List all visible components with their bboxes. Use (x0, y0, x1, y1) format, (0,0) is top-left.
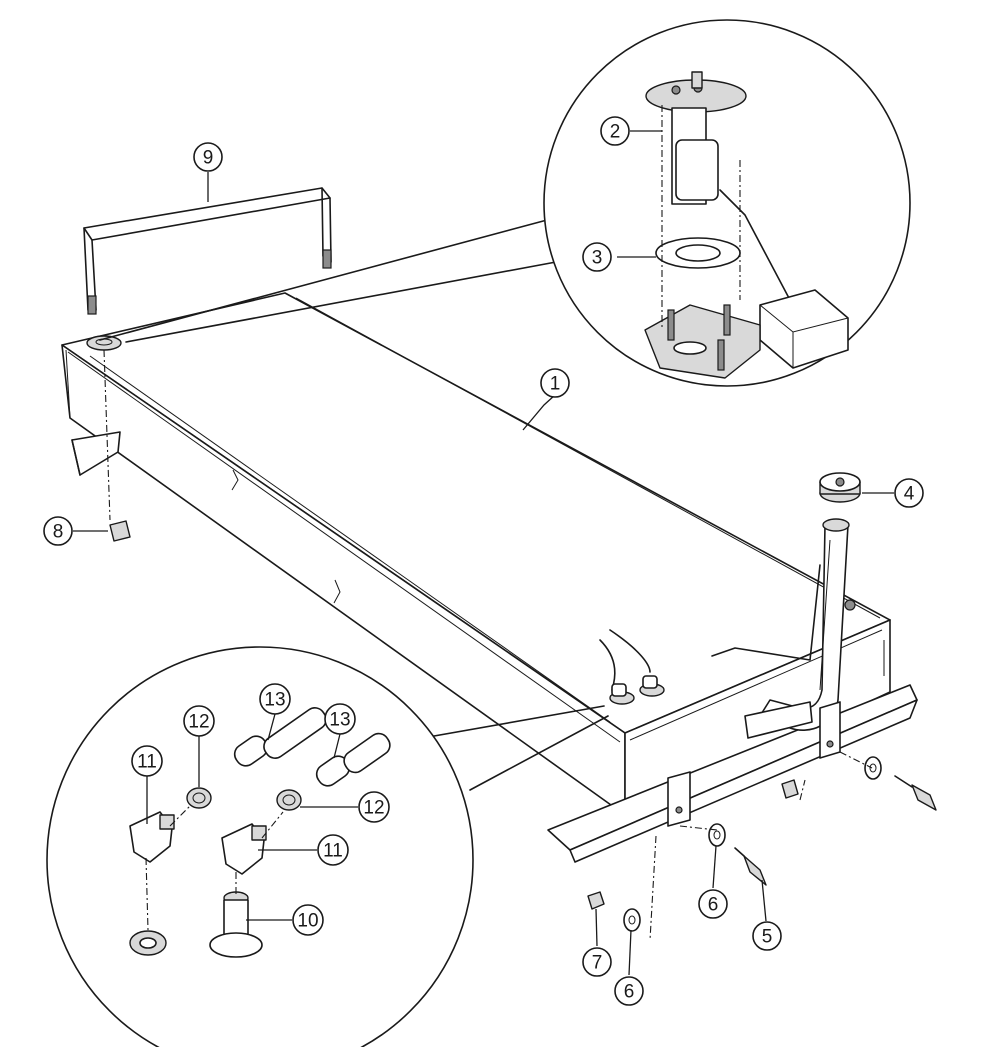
hold-down-strap (83, 187, 332, 315)
leader-lines (73, 130, 894, 976)
svg-text:6: 6 (708, 895, 719, 916)
fuel-cap (819, 472, 861, 503)
callout-11-right: 11 (317, 834, 349, 866)
svg-text:6: 6 (624, 982, 635, 1003)
svg-text:9: 9 (203, 148, 214, 169)
svg-text:11: 11 (323, 841, 343, 862)
callout-3: 3 (582, 242, 612, 272)
callout-9: 9 (193, 142, 223, 172)
callout-13-left: 13 (259, 683, 291, 715)
filler-neck (711, 518, 850, 739)
callout-8: 8 (43, 516, 73, 546)
callout-12-upper: 12 (183, 705, 215, 737)
callout-12-lower: 12 (358, 791, 390, 823)
svg-text:3: 3 (592, 248, 603, 269)
detail-view-sending-unit (99, 19, 911, 387)
callout-13-right: 13 (324, 703, 356, 735)
mounting-hardware (103, 349, 937, 941)
svg-text:12: 12 (188, 712, 209, 733)
svg-text:13: 13 (329, 710, 350, 731)
svg-text:2: 2 (610, 122, 621, 143)
svg-text:8: 8 (53, 522, 64, 543)
svg-text:5: 5 (762, 927, 773, 948)
callout-11-left: 11 (131, 745, 163, 777)
svg-text:11: 11 (137, 752, 157, 773)
callouts: 1 2 3 4 5 6 6 7 8 9 10 11 11 12 12 13 13 (43, 116, 924, 1006)
callout-7: 7 (582, 947, 612, 977)
tank-fittings (599, 599, 856, 705)
callout-5: 5 (752, 921, 782, 951)
svg-text:12: 12 (363, 798, 384, 819)
callout-6-lower: 6 (614, 976, 644, 1006)
svg-text:7: 7 (592, 953, 603, 974)
svg-text:4: 4 (904, 484, 915, 505)
svg-text:13: 13 (264, 690, 285, 711)
svg-text:10: 10 (297, 911, 318, 932)
callout-1: 1 (540, 368, 570, 398)
mounting-rail-left (71, 431, 121, 476)
callout-4: 4 (894, 478, 924, 508)
callout-10: 10 (292, 904, 324, 936)
svg-text:1: 1 (550, 374, 561, 395)
callout-2: 2 (600, 116, 630, 146)
callout-6-upper: 6 (698, 889, 728, 919)
